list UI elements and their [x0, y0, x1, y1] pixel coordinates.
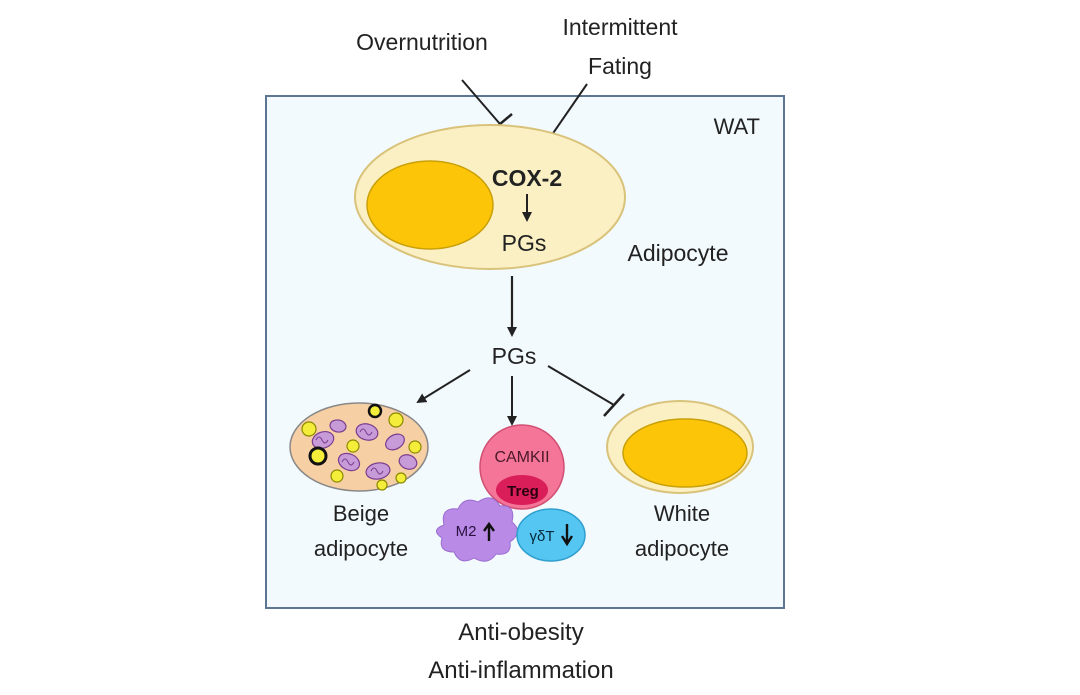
adipocyte-label: Adipocyte — [627, 240, 728, 266]
pgs-to-beige-arrow — [416, 369, 471, 404]
pgs-to-white-inhibition-line — [547, 365, 615, 406]
beige-adipocyte — [289, 402, 429, 492]
outcome-line1: Anti-obesity — [458, 619, 583, 646]
m2-label: M2 — [456, 523, 477, 540]
m2-up-arrow-icon — [483, 521, 495, 541]
gdt-cell — [516, 508, 586, 562]
white-label-line1: White — [654, 501, 710, 526]
white-lipid-droplet — [622, 418, 748, 488]
m2-macrophage — [436, 497, 518, 562]
wat-label: WAT — [714, 114, 760, 139]
immune-cells: CAMKII Treg M2 γδT — [436, 424, 586, 562]
overnutrition-inhibition-line — [461, 79, 501, 125]
beige-large-droplet — [308, 446, 328, 466]
adipocyte-lipid-droplet — [366, 160, 494, 250]
beige-large-droplet — [367, 403, 383, 419]
fasting-label-line2: Fating — [588, 53, 652, 79]
intracellular-pgs-label: PGs — [502, 230, 547, 256]
pgs-to-white-inhibition-bar — [603, 393, 625, 417]
gdt-label: γδT — [529, 528, 554, 545]
overnutrition-label: Overnutrition — [356, 29, 488, 55]
mitochondria-cristae — [315, 428, 384, 475]
outcome-line2: Anti-inflammation — [428, 657, 613, 684]
gdt-down-arrow-icon — [560, 524, 574, 547]
beige-label-line2: adipocyte — [314, 536, 408, 561]
released-pgs-label: PGs — [492, 343, 537, 369]
mitochondria-icon — [311, 419, 418, 480]
beige-lipid-droplets — [301, 412, 422, 491]
beige-label-line1: Beige — [333, 501, 389, 526]
camkii-label: CAMKII — [494, 449, 549, 466]
fasting-label-line1: Intermittent — [562, 14, 678, 40]
treg-label: Treg — [507, 483, 539, 500]
cox2-label: COX-2 — [492, 165, 562, 191]
treg-cell — [496, 475, 548, 505]
white-label-line2: adipocyte — [635, 536, 729, 561]
